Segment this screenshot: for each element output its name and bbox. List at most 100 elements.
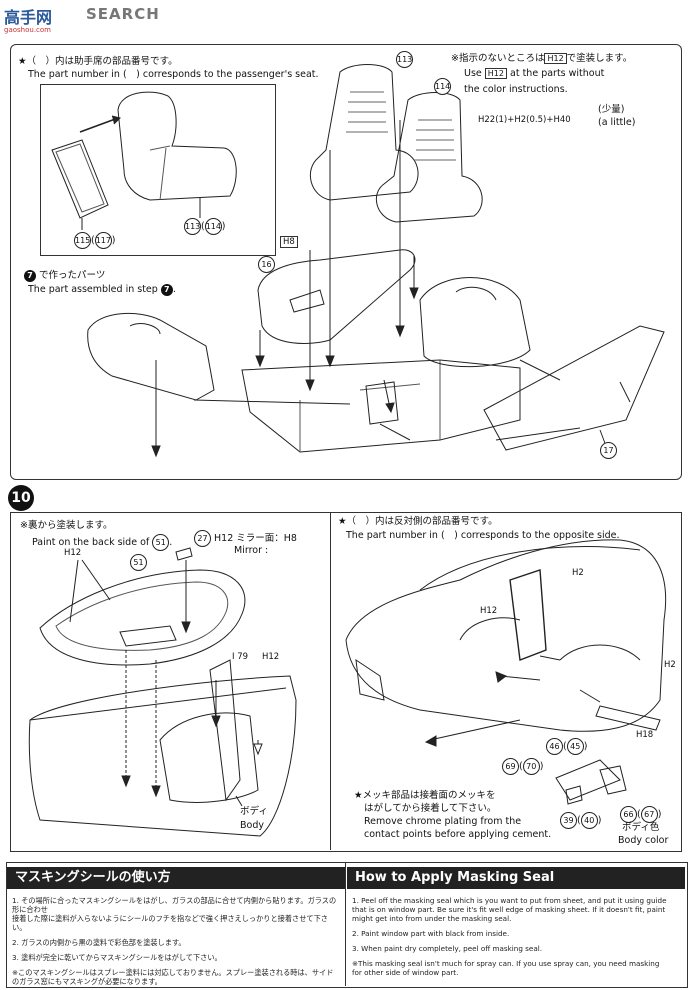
seat-left <box>309 64 419 201</box>
brand-title: SEARCH <box>86 5 160 23</box>
callout-114-top: 114 <box>434 78 451 95</box>
passenger-note-en: The part number in ( ) corresponds to th… <box>28 69 319 80</box>
masking-cn-line: ※このマスキングシールはスプレー塗料には対応しておりません。スプレー塗装される時… <box>12 968 334 977</box>
callout-117: 117 <box>94 232 112 249</box>
body-color-cn: ボディ色 <box>622 822 660 833</box>
opposite-note-en: The part number in ( ) corresponds to th… <box>346 530 620 541</box>
back-note-en-text: Paint on the back side of <box>32 537 150 548</box>
masking-cn-line: 2. ガラスの内側から黒の塗料で彩色部を塗装します。 <box>12 938 186 947</box>
callout-40: 40 <box>580 812 598 829</box>
masking-title-cn: マスキングシールの使い方 <box>7 867 345 889</box>
door-panel-16 <box>257 249 416 344</box>
callout-113-inset: 113 <box>184 218 201 235</box>
paint-note-color-en: H12 <box>484 68 507 79</box>
windshield-glass <box>39 569 246 666</box>
masking-text-cn: 1. その場所に合ったマスキングシールをはがし、ガラスの部品に合せて内側から貼り… <box>12 896 342 986</box>
masking-cn-line: 1. その場所に合ったマスキングシールをはがし、ガラスの部品に合せて内側から貼り… <box>12 896 337 914</box>
color-h8-top: H8 <box>280 236 298 248</box>
masking-title-en: How to Apply Masking Seal <box>347 867 685 889</box>
callout-113-114-inset: 113(114) <box>184 218 225 235</box>
top-illustration <box>51 64 665 458</box>
back-note-cn: ※裏から塗装します。 <box>20 520 113 531</box>
car-body-right <box>345 539 667 732</box>
callout-115-117: 115(117) <box>74 232 115 249</box>
step-10-badge: 10 <box>8 485 34 511</box>
callout-51-note: 51 <box>152 534 170 551</box>
mirror-en: Mirror : <box>234 545 269 556</box>
masking-cn-line: 3. 塗料が完全に乾いてからマスキングシールをはがして下さい。 <box>12 953 222 962</box>
color-h12-b: H12 <box>262 652 280 662</box>
paint-note-en: Use H12 at the parts without <box>464 68 604 80</box>
callout-66: 66 <box>620 806 637 823</box>
chrome-note-en1: Remove chrome plating from the <box>364 816 522 827</box>
callout-16: 16 <box>258 256 275 273</box>
watermark-site: gaoshou.com <box>4 26 51 34</box>
step-10-frame <box>10 512 682 852</box>
assembled-cn: 7 で作ったパーツ <box>24 270 105 282</box>
step10-illustration <box>28 539 667 837</box>
mix-cn: (少量) <box>598 104 625 115</box>
callout-46-45: 46(45) <box>546 738 587 755</box>
assembled-en-text: The part assembled in step <box>28 284 158 295</box>
seat-back-panel <box>51 139 109 219</box>
callout-27: 27 <box>194 530 211 547</box>
mirror-line: 27 H12 ミラー面：H8 <box>194 530 297 547</box>
mix-formula: H22(1)+H2(0.5)+H40 <box>478 115 571 125</box>
masking-en-line: ※This masking seal isn't much for spray … <box>352 959 660 968</box>
paint-note-cn-tail: で塗装します。 <box>566 53 633 64</box>
masking-cn-line: 接着した際に塗料が入らないようにシールのフチを指などで強く押さえしっかりと接着さ… <box>12 914 328 932</box>
paint-note-en1: Use <box>464 68 482 79</box>
masking-en-line: 2. Paint window part with black from ins… <box>352 929 510 938</box>
callout-51: 51 <box>130 554 147 571</box>
watermark-logo: 高手网 <box>4 8 53 27</box>
chrome-note-en2: contact points before applying cement. <box>364 829 552 840</box>
rear-seats <box>419 277 531 368</box>
masking-en-line: might get into from under the masking se… <box>352 914 512 923</box>
masking-en-line: 1. Peel off the masking seal which is yo… <box>352 896 667 905</box>
header-watermark: 高手网 gaoshou.com <box>4 4 52 34</box>
mirror-line-text: H12 ミラー面：H8 <box>214 533 297 544</box>
callout-69-70: 69(70) <box>502 758 543 775</box>
paint-note-cn: ※指示のないところは <box>451 53 545 64</box>
masking-en-line: 3. When paint dry completely, peel off m… <box>352 944 543 953</box>
chrome-note-cn2: はがしてから接着して下さい。 <box>364 803 497 814</box>
callout-66-67: 66(67) <box>620 806 661 823</box>
callout-39-40: 39(40) <box>560 812 601 829</box>
back-note-en: Paint on the back side of 51. <box>32 534 172 551</box>
paint-note-en3: the color instructions. <box>464 84 568 95</box>
assembled-cn-text: で作ったパーツ <box>39 270 106 281</box>
body-en: Body <box>240 820 264 831</box>
masking-en-line: for other side of window part. <box>352 968 459 977</box>
color-h2-b: H2 <box>664 660 676 670</box>
color-h12-c: H12 <box>480 606 498 616</box>
color-h18: H18 <box>636 730 654 740</box>
masking-text-en: 1. Peel off the masking seal which is yo… <box>352 896 682 977</box>
step-ref-badge: 7 <box>24 270 36 282</box>
callout-115: 115 <box>74 232 91 249</box>
callout-46: 46 <box>546 738 563 755</box>
callout-67: 67 <box>640 806 658 823</box>
step-10-divider <box>330 512 331 850</box>
callout-17: 17 <box>600 442 617 459</box>
interior-tub <box>241 359 521 453</box>
color-h12-a: H12 <box>64 548 82 558</box>
assembled-en: The part assembled in step 7. <box>28 284 176 296</box>
mix-en: (a little) <box>598 117 636 128</box>
step-ref-badge-en: 7 <box>160 284 173 296</box>
callout-79: I 79 <box>232 652 249 662</box>
color-h2-a: H2 <box>572 568 584 578</box>
callout-45: 45 <box>566 738 584 755</box>
chrome-note-cn1: ★メッキ部品は接着面のメッキを <box>354 790 496 801</box>
masking-divider <box>345 862 346 986</box>
paint-note-color: H12 <box>544 53 567 64</box>
seat-inset <box>117 91 237 201</box>
callout-69: 69 <box>502 758 519 775</box>
car-body-left <box>28 675 297 837</box>
callout-114-inset: 114 <box>204 218 222 235</box>
callout-70: 70 <box>522 758 540 775</box>
paint-note-en2: at the parts without <box>510 68 605 79</box>
callout-39: 39 <box>560 812 577 829</box>
body-cn: ボディ <box>240 806 268 817</box>
